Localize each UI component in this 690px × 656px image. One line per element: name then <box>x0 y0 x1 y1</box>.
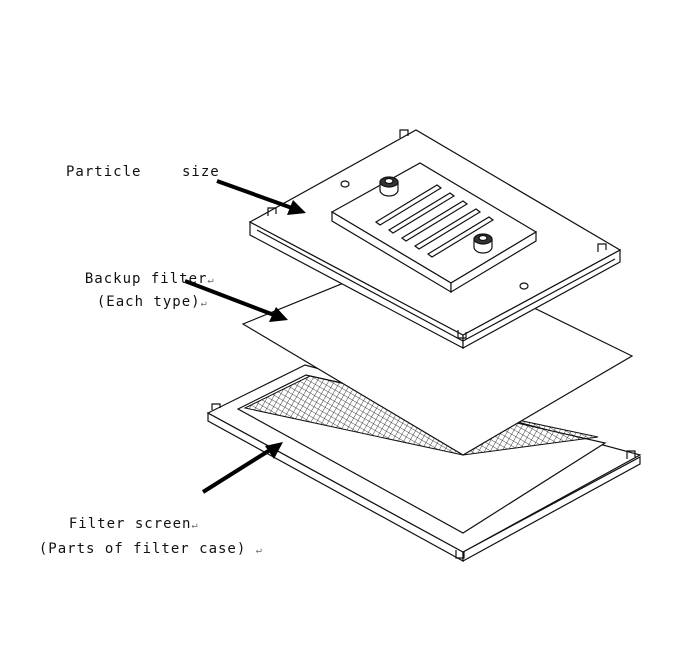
slot-icon <box>457 330 467 339</box>
knob-icon <box>473 233 493 254</box>
vent-slots <box>374 184 495 258</box>
parts-of-filter-case-text: (Parts of filter case) <box>38 541 247 557</box>
slot-icon <box>597 243 607 252</box>
arrow-icon <box>216 179 306 215</box>
arrow-icon <box>184 279 288 322</box>
each-type-text: (Each type) <box>96 294 201 310</box>
return-mark: ↵ <box>207 275 215 286</box>
top-plate <box>248 129 622 350</box>
label-filter-screen: Filter screen↵ <box>50 500 198 532</box>
slot-icon <box>211 403 221 410</box>
label-each-type: (Each type)↵ <box>78 278 208 310</box>
label-size: size <box>182 164 220 180</box>
return-mark: ↵ <box>255 545 263 556</box>
label-backup-filter: Backup filter↵ <box>66 255 214 287</box>
slot-icon <box>399 129 409 138</box>
return-mark: ↵ <box>191 520 199 531</box>
label-parts-of-filter-case: (Parts of filter case) ↵ <box>20 525 263 557</box>
slot-icon <box>626 450 636 459</box>
filter-screen-text: Filter screen <box>68 516 192 532</box>
return-mark: ↵ <box>200 298 208 309</box>
label-particle: Particle <box>66 164 142 180</box>
arrow-icon <box>201 442 283 494</box>
knob-icon <box>379 176 399 197</box>
slot-icon <box>455 550 465 559</box>
slot-icon <box>267 207 277 216</box>
backup-filter-text: Backup filter <box>84 271 208 287</box>
